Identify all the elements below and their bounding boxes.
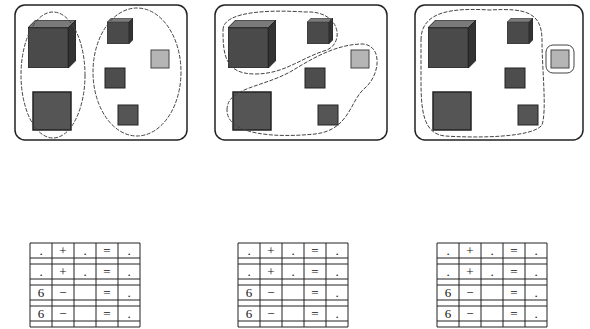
table-cell-text: − bbox=[53, 307, 73, 321]
table-cell-text: + bbox=[261, 244, 281, 258]
table-cell-text: 6 bbox=[438, 286, 458, 300]
table-cell-text: 6 bbox=[438, 307, 458, 321]
panel-1 bbox=[15, 5, 187, 140]
table-cell-text: + bbox=[53, 244, 73, 258]
table-cell-text: + bbox=[460, 244, 480, 258]
table-cell-text: . bbox=[119, 244, 139, 258]
table-cell-text: = bbox=[504, 286, 524, 300]
table-cell-text: = bbox=[305, 244, 325, 258]
table-cell-text: . bbox=[526, 307, 546, 321]
table-cell-text: − bbox=[460, 307, 480, 321]
table-cell-text: + bbox=[261, 265, 281, 279]
table-cell-text: + bbox=[460, 265, 480, 279]
table-cell-text: . bbox=[75, 244, 95, 258]
table-cell-text: . bbox=[482, 265, 502, 279]
table-cell-text: . bbox=[283, 244, 303, 258]
table-cell-text: . bbox=[438, 244, 458, 258]
table-cell-text: . bbox=[526, 265, 546, 279]
table-cell-text: . bbox=[239, 244, 259, 258]
answer-grid bbox=[238, 243, 348, 327]
table-cell-text: − bbox=[261, 307, 281, 321]
table-cell-text: 6 bbox=[31, 286, 51, 300]
table-cell-text: . bbox=[526, 244, 546, 258]
table-cell-text: . bbox=[482, 244, 502, 258]
table-cell-text: = bbox=[97, 307, 117, 321]
table-cell-text: = bbox=[97, 244, 117, 258]
table-cell-text: . bbox=[327, 307, 347, 321]
table-cell-text: = bbox=[504, 265, 524, 279]
table-cell-text: = bbox=[305, 307, 325, 321]
table-cell-text: . bbox=[31, 265, 51, 279]
table-cell-text: − bbox=[261, 286, 281, 300]
table-cell-text: . bbox=[327, 286, 347, 300]
table-cell-text: . bbox=[327, 265, 347, 279]
table-cell-text: . bbox=[119, 286, 139, 300]
panel-3 bbox=[415, 5, 583, 140]
table-cell-text: = bbox=[504, 244, 524, 258]
table-cell-text: . bbox=[31, 244, 51, 258]
table-cell-text: = bbox=[305, 265, 325, 279]
table-cell-text: 6 bbox=[31, 307, 51, 321]
answer-grid bbox=[30, 243, 140, 327]
table-cell-text: + bbox=[53, 265, 73, 279]
table-cell-text: . bbox=[75, 265, 95, 279]
answer-grids bbox=[30, 243, 547, 327]
answer-grid bbox=[437, 243, 547, 327]
table-cell-text: . bbox=[438, 265, 458, 279]
table-cell-text: . bbox=[283, 265, 303, 279]
table-cell-text: = bbox=[305, 286, 325, 300]
panel-2 bbox=[215, 5, 387, 140]
table-cell-text: . bbox=[239, 265, 259, 279]
table-cell-text: . bbox=[327, 244, 347, 258]
table-cell-text: . bbox=[119, 307, 139, 321]
table-cell-text: = bbox=[97, 265, 117, 279]
table-cell-text: . bbox=[119, 265, 139, 279]
table-cell-text: − bbox=[53, 286, 73, 300]
table-cell-text: = bbox=[504, 307, 524, 321]
table-cell-text: − bbox=[460, 286, 480, 300]
table-cell-text: . bbox=[526, 286, 546, 300]
table-cell-text: 6 bbox=[239, 307, 259, 321]
table-cell-text: 6 bbox=[239, 286, 259, 300]
table-cell-text: = bbox=[97, 286, 117, 300]
